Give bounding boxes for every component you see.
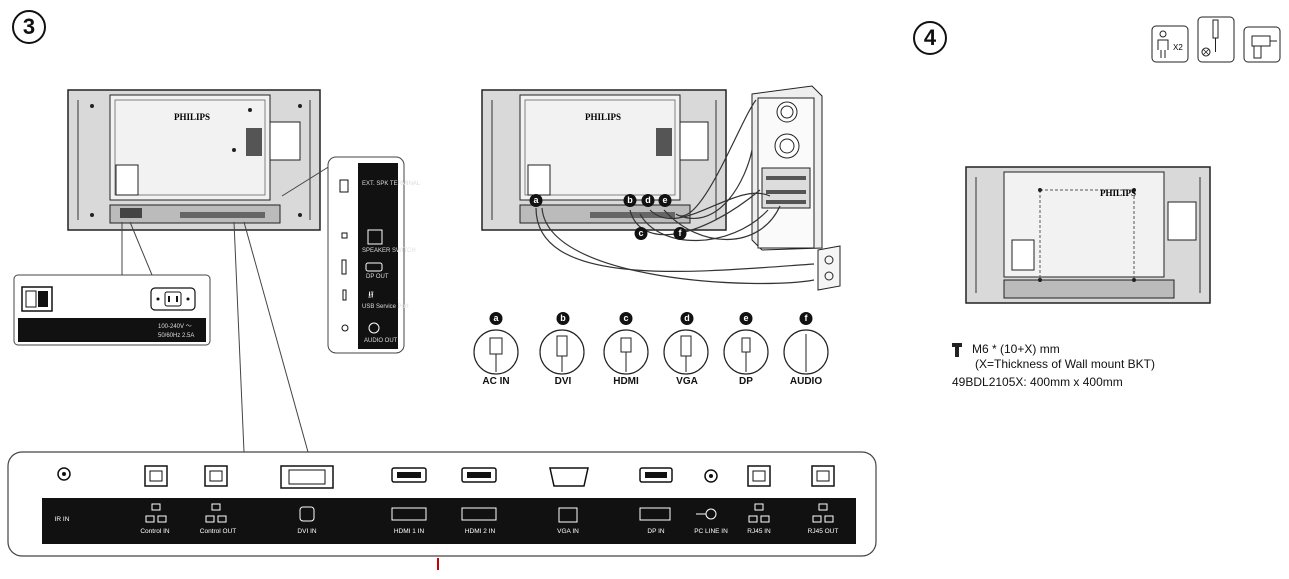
- port-label-control-out: Control OUT: [199, 528, 237, 535]
- ext-spk-label: EXT. SPK TERMINAL: [362, 181, 421, 187]
- conn-letter-e: e: [658, 194, 672, 207]
- audio-out-label: AUDIO OUT: [364, 338, 398, 344]
- monitor-rear-mount: [965, 166, 1211, 304]
- step-4-number: 4: [913, 21, 947, 55]
- port-label-hdmi1-in: HDMI 1 IN: [393, 528, 425, 535]
- monitor-rear-center: [481, 89, 727, 231]
- pc-tower: [751, 85, 823, 251]
- cable-icons: [473, 329, 829, 375]
- port-label-ir-in: IR IN: [54, 516, 70, 523]
- port-label-control-in: Control IN: [140, 528, 170, 535]
- port-label-hdmi2-in: HDMI 2 IN: [464, 528, 496, 535]
- conn-letter-f: f: [673, 227, 687, 240]
- speaker-switch-label: SPEAKER SWITCH: [362, 248, 416, 254]
- wall-socket: [817, 245, 841, 291]
- cable-letter-f: f: [799, 312, 813, 325]
- cable-letter-e: e: [739, 312, 753, 325]
- power-inlet-box: [13, 274, 211, 346]
- cable-label-dvi: DVI: [554, 376, 572, 387]
- port-label-vga-in: VGA IN: [557, 528, 579, 535]
- cable-plug-shapes: [489, 334, 807, 372]
- port-label-dp-in: DP IN: [647, 528, 665, 535]
- cable-letter-a: a: [489, 312, 503, 325]
- cable-label-hdmi: HDMI: [613, 376, 639, 387]
- cable-letter-d: d: [680, 312, 694, 325]
- screw-icon: [952, 343, 962, 357]
- conn-letter-c: c: [634, 227, 648, 240]
- side-panel-callout: [327, 156, 405, 354]
- brand-logo-left: PHILIPS: [174, 112, 210, 122]
- mount-bkt-note: (X=Thickness of Wall mount BKT): [975, 357, 1155, 371]
- brand-logo-right: PHILIPS: [1100, 188, 1136, 198]
- conn-letter-d: d: [641, 194, 655, 207]
- brand-logo-center: PHILIPS: [585, 112, 621, 122]
- io-panel: [7, 451, 877, 557]
- step-3-number: 3: [12, 10, 46, 44]
- port-label-dvi-in: DVI IN: [297, 528, 317, 535]
- screwdriver-icon: [1197, 16, 1235, 63]
- power-rating-line1: 100-240V ～: [158, 324, 192, 330]
- monitor-rear-left: [67, 89, 321, 231]
- cable-letter-b: b: [556, 312, 570, 325]
- power-rating-line2: 50/60Hz 2.5A: [158, 333, 194, 339]
- cable-letter-c: c: [619, 312, 633, 325]
- port-label-rj45-in: RJ45 IN: [747, 528, 771, 535]
- port-label-pc-line-in: PC LINE IN: [694, 528, 728, 535]
- drill-icon: [1243, 26, 1281, 63]
- conn-letter-b: b: [623, 194, 637, 207]
- cables: [535, 99, 815, 285]
- cable-label-vga: VGA: [676, 376, 698, 387]
- conn-letter-a: a: [529, 194, 543, 207]
- cable-label-ac-in: AC IN: [482, 376, 510, 387]
- cable-label-dp: DP: [739, 376, 753, 387]
- port-label-rj45-out: RJ45 OUT: [807, 528, 839, 535]
- mount-pattern: 49BDL2105X: 400mm x 400mm: [952, 375, 1123, 389]
- usb-label: USB Service Port: [362, 304, 409, 310]
- usb-icon: ⭿: [368, 290, 374, 300]
- dp-out-label: DP OUT: [366, 274, 389, 280]
- mount-screw-spec: M6 * (10+X) mm: [972, 342, 1060, 356]
- cable-label-audio: AUDIO: [789, 376, 823, 387]
- person-icon: [1151, 25, 1189, 63]
- person-count: X2: [1173, 43, 1183, 52]
